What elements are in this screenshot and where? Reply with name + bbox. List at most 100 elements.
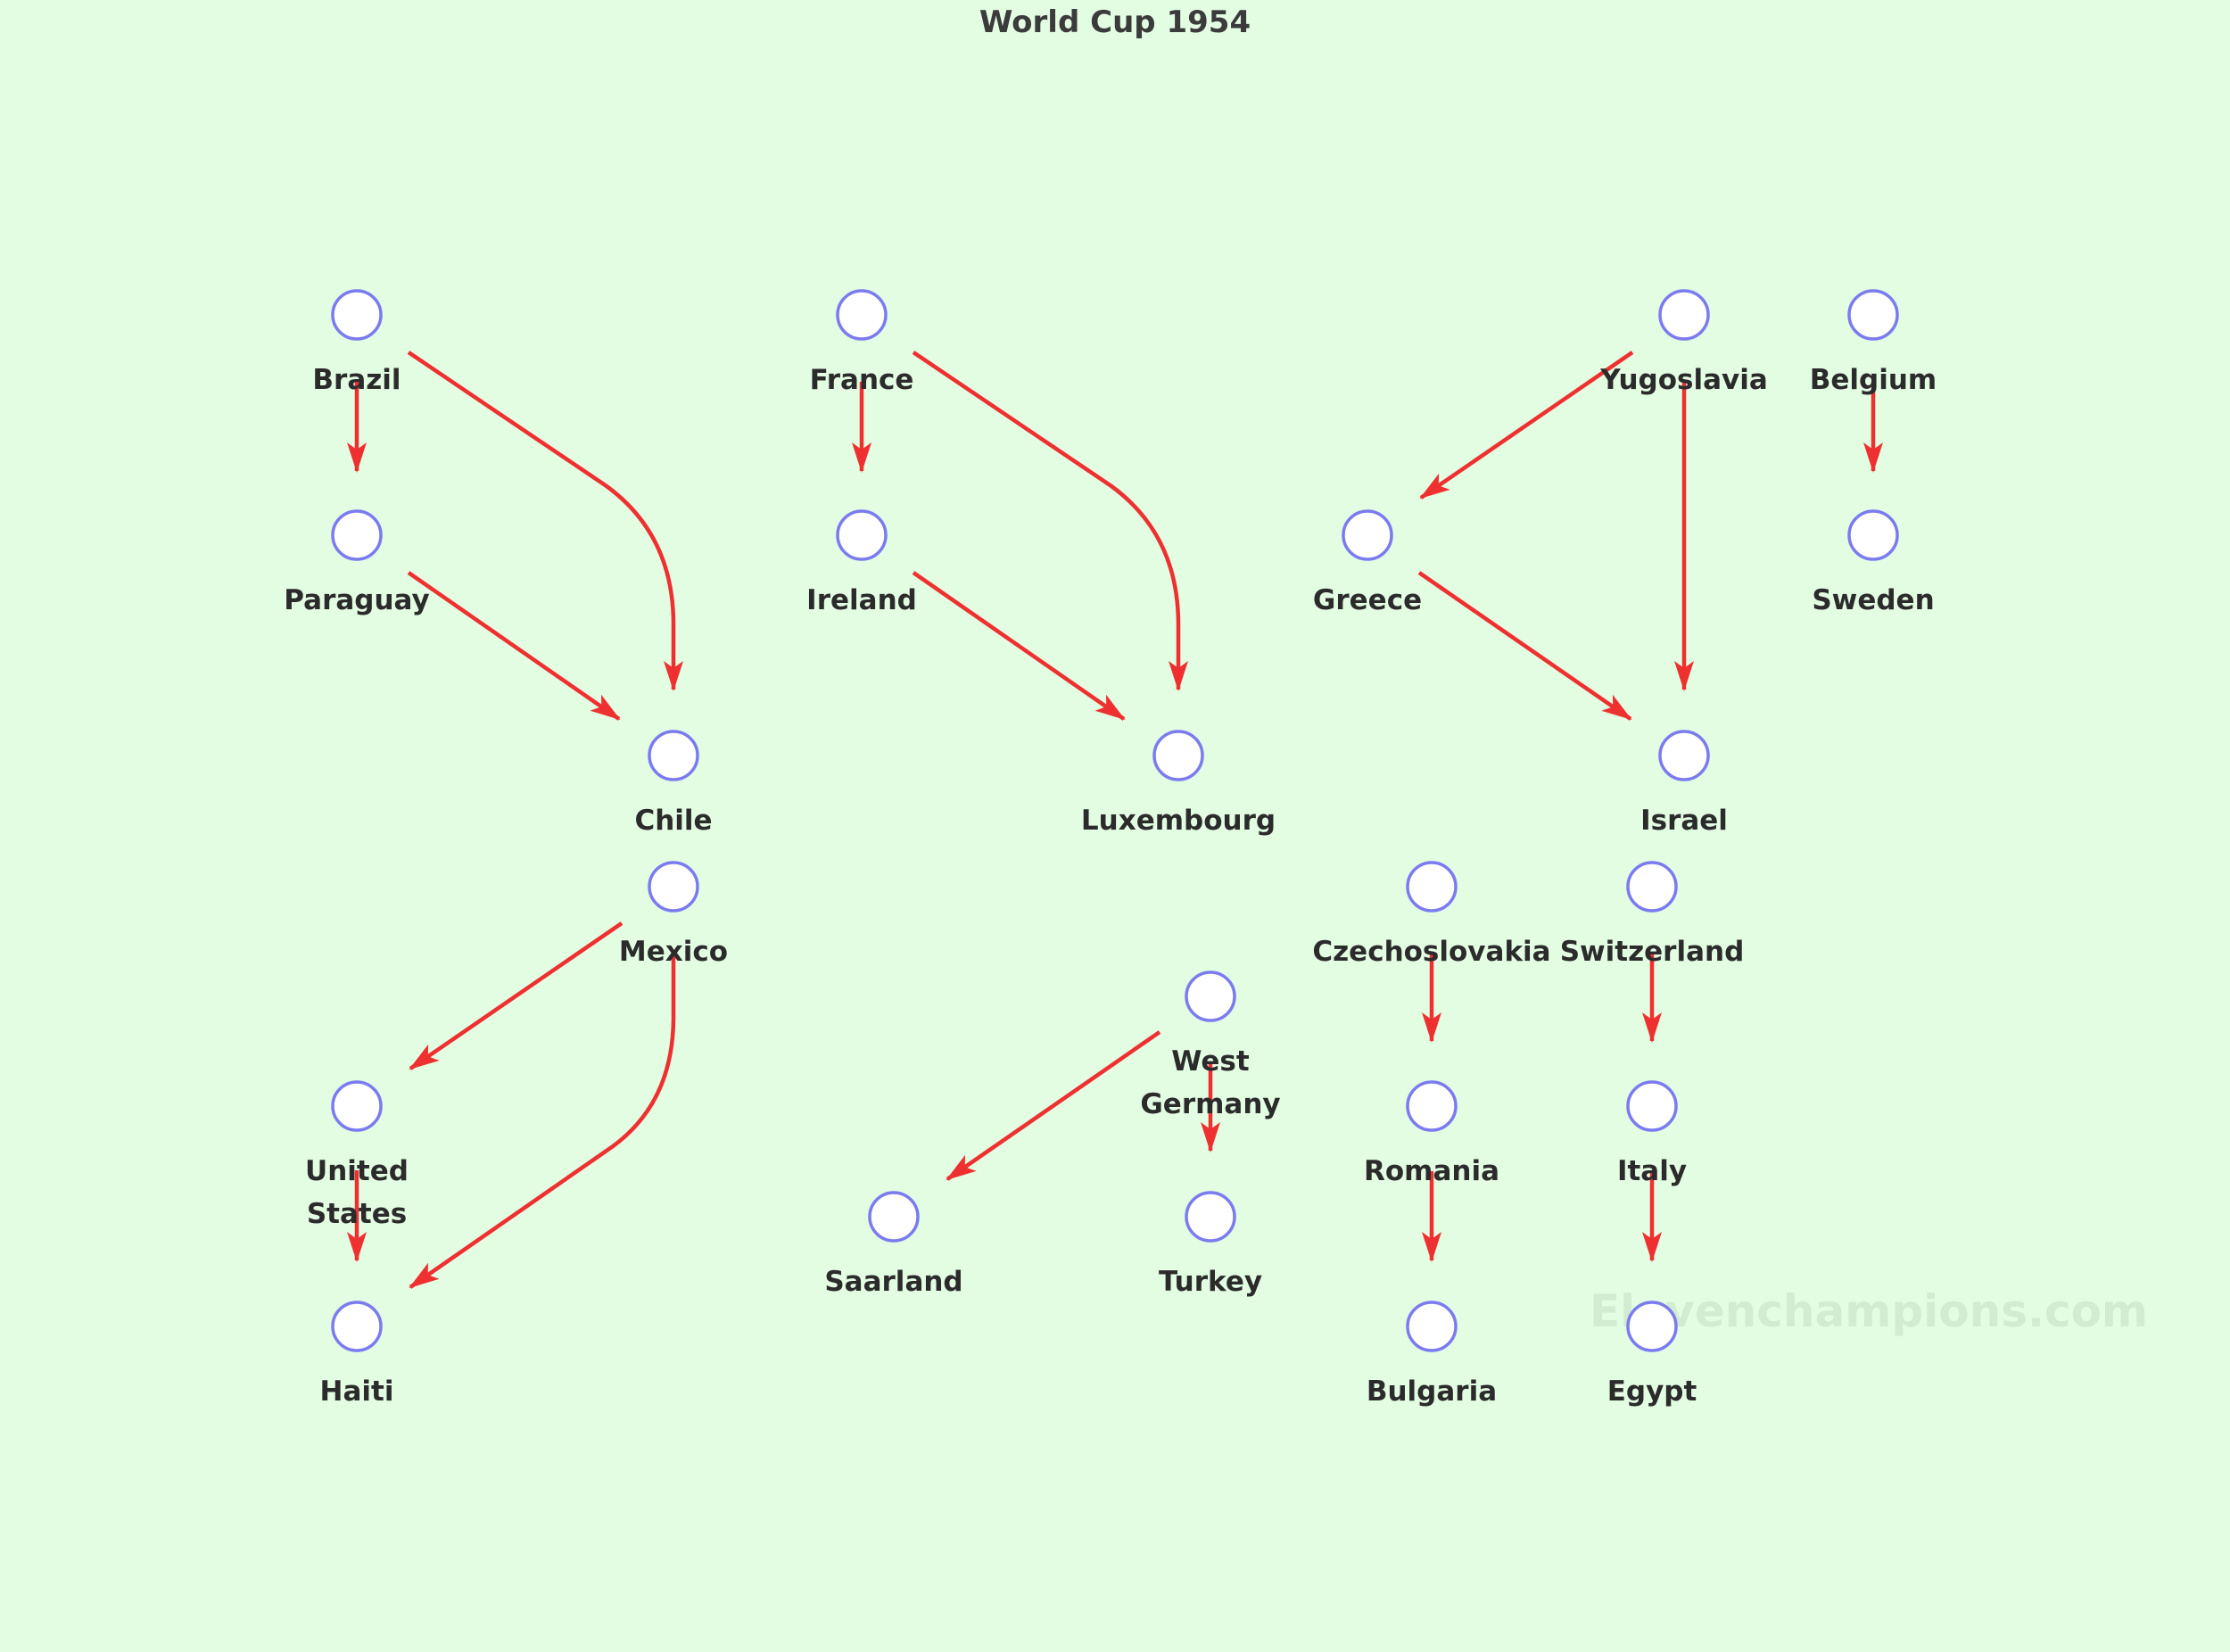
node-circle [1626,1301,1678,1352]
node-circle [1658,730,1710,781]
node-label: Italy [1617,1155,1687,1187]
node-label-line: Israel [1640,805,1728,837]
node-label: Greece [1313,584,1422,616]
node-sweden: Sweden [1812,509,1935,616]
node-circle [648,730,699,781]
node-label-line: Belgium [1810,364,1937,396]
node-circle [1847,289,1899,341]
node-circle [1406,1080,1458,1132]
node-label-line: United [305,1155,409,1187]
node-brazil: Brazil [312,289,401,396]
node-label-line: Turkey [1159,1266,1262,1298]
node-circle [1406,861,1458,913]
node-label-line: Romania [1364,1155,1499,1187]
node-circle [836,289,888,341]
node-label-line: Switzerland [1560,936,1745,968]
watermark: Elevenchampions.com [1590,1285,2148,1337]
node-label-line: Italy [1617,1155,1687,1187]
node-label: Haiti [320,1375,394,1408]
node-label: Luxembourg [1081,805,1276,837]
node-label-line: Chile [634,805,712,837]
node-circle [1626,1080,1678,1132]
node-greece: Greece [1313,509,1422,616]
node-label-line: Paraguay [284,584,429,616]
node-label-line: Haiti [320,1375,394,1408]
node-paraguay: Paraguay [284,509,430,616]
node-label-line: Bulgaria [1367,1375,1497,1408]
node-circle [1406,1301,1458,1352]
node-label: Switzerland [1560,936,1745,968]
node-label: Saarland [824,1266,962,1298]
node-circle [331,1080,383,1132]
node-label: Mexico [619,936,728,968]
edge-west-germany-to-saarland [946,1030,1161,1181]
node-turkey: Turkey [1159,1191,1262,1298]
node-circle [648,861,699,913]
node-label-line: Saarland [824,1266,962,1298]
node-label-line: Egypt [1607,1375,1697,1408]
node-label-line: Yugoslavia [1599,364,1768,396]
node-label: Brazil [312,364,401,396]
node-circle [1658,289,1710,341]
node-yugoslavia: Yugoslavia [1599,289,1768,396]
edge-paraguay-to-chile [407,571,621,721]
node-circle [331,509,383,561]
node-label: Chile [634,805,712,837]
node-czechoslovakia: Czechoslovakia [1312,861,1551,968]
node-label-line: States [307,1198,407,1230]
node-label-line: France [810,364,914,396]
node-circle [868,1191,920,1243]
node-label: Israel [1640,805,1728,837]
node-label: Romania [1364,1155,1499,1187]
node-label: Egypt [1607,1375,1697,1408]
edge-ireland-to-luxembourg [912,571,1126,721]
edge-greece-to-israel [1417,571,1632,721]
edge-yugoslavia-to-greece [1419,351,1634,500]
node-bulgaria: Bulgaria [1367,1301,1497,1408]
node-israel: Israel [1640,730,1728,837]
node-label: Paraguay [284,584,429,616]
node-label: Czechoslovakia [1312,936,1550,968]
edge-mexico-to-haiti [409,954,676,1289]
node-belgium: Belgium [1810,289,1937,396]
node-label: Ireland [806,584,917,616]
node-mexico: Mexico [619,861,728,968]
node-label: Turkey [1159,1266,1262,1298]
node-romania: Romania [1364,1080,1499,1187]
edge-brazil-to-chile [407,351,683,691]
node-chile: Chile [634,730,713,837]
node-label-line: Brazil [312,364,401,396]
node-circle [1185,1191,1236,1243]
node-label-line: Luxembourg [1081,805,1276,837]
node-saarland: Saarland [824,1191,963,1298]
node-label: Bulgaria [1367,1375,1497,1408]
node-circle [836,509,888,561]
node-haiti: Haiti [320,1301,394,1408]
node-circle [1342,509,1393,561]
node-italy: Italy [1617,1080,1687,1187]
node-label-line: West [1171,1045,1250,1078]
node-circle [1847,509,1899,561]
node-label-line: Sweden [1812,584,1934,616]
node-egypt: Egypt [1607,1301,1697,1408]
node-label-line: Germany [1140,1088,1280,1120]
node-circle [1152,730,1204,781]
node-circle [1185,971,1236,1022]
node-ireland: Ireland [806,509,917,616]
node-label-line: Mexico [619,936,728,968]
node-label: France [810,364,914,396]
node-label-line: Greece [1313,584,1422,616]
node-circle [331,1301,383,1352]
node-luxembourg: Luxembourg [1081,730,1276,837]
node-label: Sweden [1812,584,1934,616]
edge-mexico-to-united-states [409,921,624,1070]
edges-layer [347,351,1883,1289]
node-circle [1626,861,1678,913]
node-france: France [810,289,914,396]
node-circle [331,289,383,341]
